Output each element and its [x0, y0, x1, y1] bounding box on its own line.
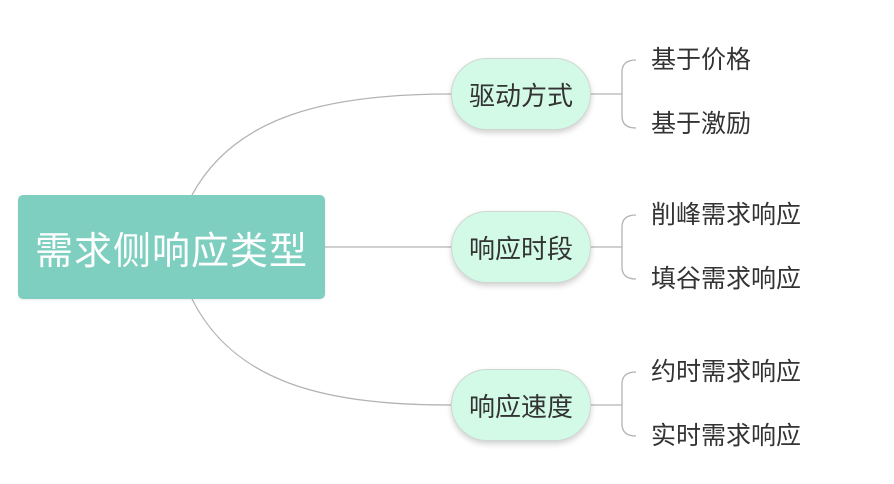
branch-topic-response-speed[interactable]: 响应速度 — [451, 369, 591, 441]
bracket-branch-1 — [591, 214, 637, 280]
branch-topic-drive-mode[interactable]: 驱动方式 — [451, 58, 591, 130]
connector-root-to-branch-2 — [191, 298, 452, 406]
connector-root-to-branch-0 — [191, 93, 452, 196]
leaf-topic-valley-filling[interactable]: 填谷需求响应 — [651, 264, 802, 293]
leaf-topic-peak-shaving[interactable]: 削峰需求响应 — [651, 200, 802, 229]
leaf-topic-price-based[interactable]: 基于价格 — [651, 45, 752, 74]
leaf-topic-incentive-based[interactable]: 基于激励 — [651, 109, 752, 138]
branch-topic-response-period[interactable]: 响应时段 — [451, 211, 591, 283]
bracket-branch-2 — [591, 371, 637, 437]
leaf-topic-scheduled-response[interactable]: 约时需求响应 — [651, 357, 802, 386]
leaf-topic-real-time-response[interactable]: 实时需求响应 — [651, 421, 802, 450]
root-topic[interactable]: 需求侧响应类型 — [18, 195, 325, 299]
bracket-branch-0 — [591, 59, 637, 129]
